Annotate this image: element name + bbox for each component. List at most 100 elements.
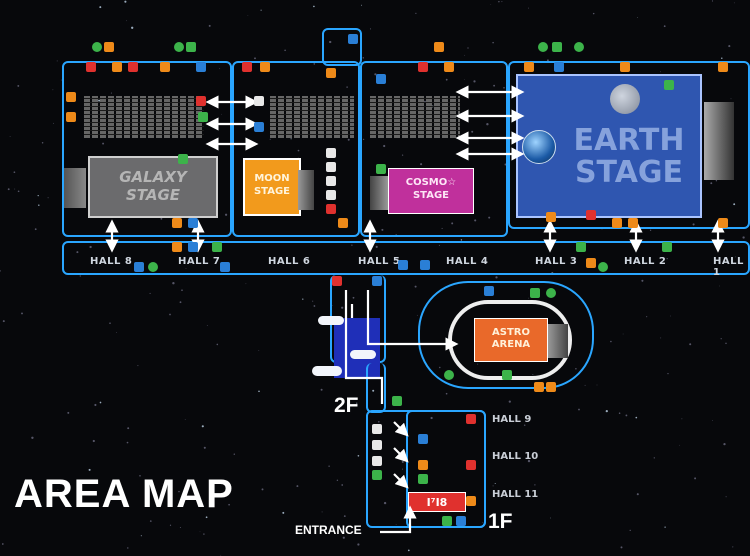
star [203,446,206,449]
restroom-icon [418,460,428,470]
moon-stage[interactable]: MOON STAGE [243,158,301,216]
locker-icon [372,440,382,450]
info-icon [420,260,430,270]
star [667,372,669,375]
star [302,298,304,300]
star [116,332,117,333]
first-aid-icon [586,210,596,220]
exit-icon [442,516,452,526]
star [179,526,181,529]
star [369,28,372,30]
star [679,444,681,446]
star [14,188,16,190]
restroom-icon [718,218,728,228]
star [181,289,183,292]
info-icon [456,516,466,526]
star [336,479,339,481]
star [7,188,10,191]
star [52,89,54,91]
star [313,5,315,8]
star [9,135,11,137]
cosmo-stage[interactable]: COSMO☆ STAGE [388,168,474,214]
astro-arena-line2: ARENA [491,339,531,350]
hall-8-label: HALL 8 [90,256,133,267]
star [361,4,363,6]
star [641,279,644,282]
astro-arena[interactable]: ASTRO ARENA [474,318,548,362]
star [343,515,346,517]
exit-icon [392,396,402,406]
star [527,7,529,9]
accessible-icon [664,80,674,90]
hall-1-label: HALL 1 [713,256,744,278]
first-aid-icon [326,204,336,214]
star [723,442,726,446]
accessible-icon [576,242,586,252]
star [498,0,500,3]
exit-icon [598,262,608,272]
star [620,546,623,549]
star [220,554,222,556]
cosmo-stage-line2: STAGE [412,190,450,201]
star [126,20,127,22]
star [464,54,466,56]
star [689,343,692,346]
astro-arena-speaker [548,324,568,358]
restroom-icon [612,218,622,228]
info-icon [372,276,382,286]
earth-stage[interactable]: EARTH STAGE [516,74,702,218]
star [646,316,648,318]
star [140,535,142,537]
restroom-icon [86,62,96,72]
star [199,531,201,533]
shop-sign[interactable]: I⁷I8 [408,492,466,512]
exit-icon [148,262,158,272]
star [206,325,208,326]
star [622,333,624,335]
galaxy-stage[interactable]: GALAXY STAGE [88,156,218,218]
info-icon [398,260,408,270]
star [660,337,662,339]
hall-7-label: HALL 7 [178,256,221,267]
restroom-icon [196,62,206,72]
star [636,493,639,496]
info-icon [220,262,230,272]
star [664,526,666,528]
hall-11-label: HALL 11 [492,489,539,500]
info-icon [484,286,494,296]
star [52,122,54,124]
star [92,439,95,443]
star [407,549,410,552]
first-floor-inner [406,410,486,528]
star [742,236,745,239]
seating-hall-6 [270,96,354,138]
star [41,142,44,144]
star [649,229,652,231]
star [149,520,152,522]
star [233,453,236,455]
star [216,343,219,346]
accessible-icon [530,288,540,298]
star [636,16,638,18]
star [721,57,723,60]
restroom-icon [66,92,76,102]
star [592,12,595,15]
restroom-icon [546,382,556,392]
exit-icon [574,42,584,52]
star [720,338,722,340]
hall-10-label: HALL 10 [492,451,539,462]
star [79,275,81,277]
accessible-icon [178,154,188,164]
star [467,47,469,49]
star [258,350,260,351]
star [719,285,720,287]
info-icon [134,262,144,272]
star [416,314,418,316]
restroom-icon [242,62,252,72]
star [313,305,316,307]
moon-stage-line2: STAGE [253,186,291,197]
accessible-icon [376,164,386,174]
star [282,511,285,514]
floor-1f-label: 1F [488,510,513,533]
